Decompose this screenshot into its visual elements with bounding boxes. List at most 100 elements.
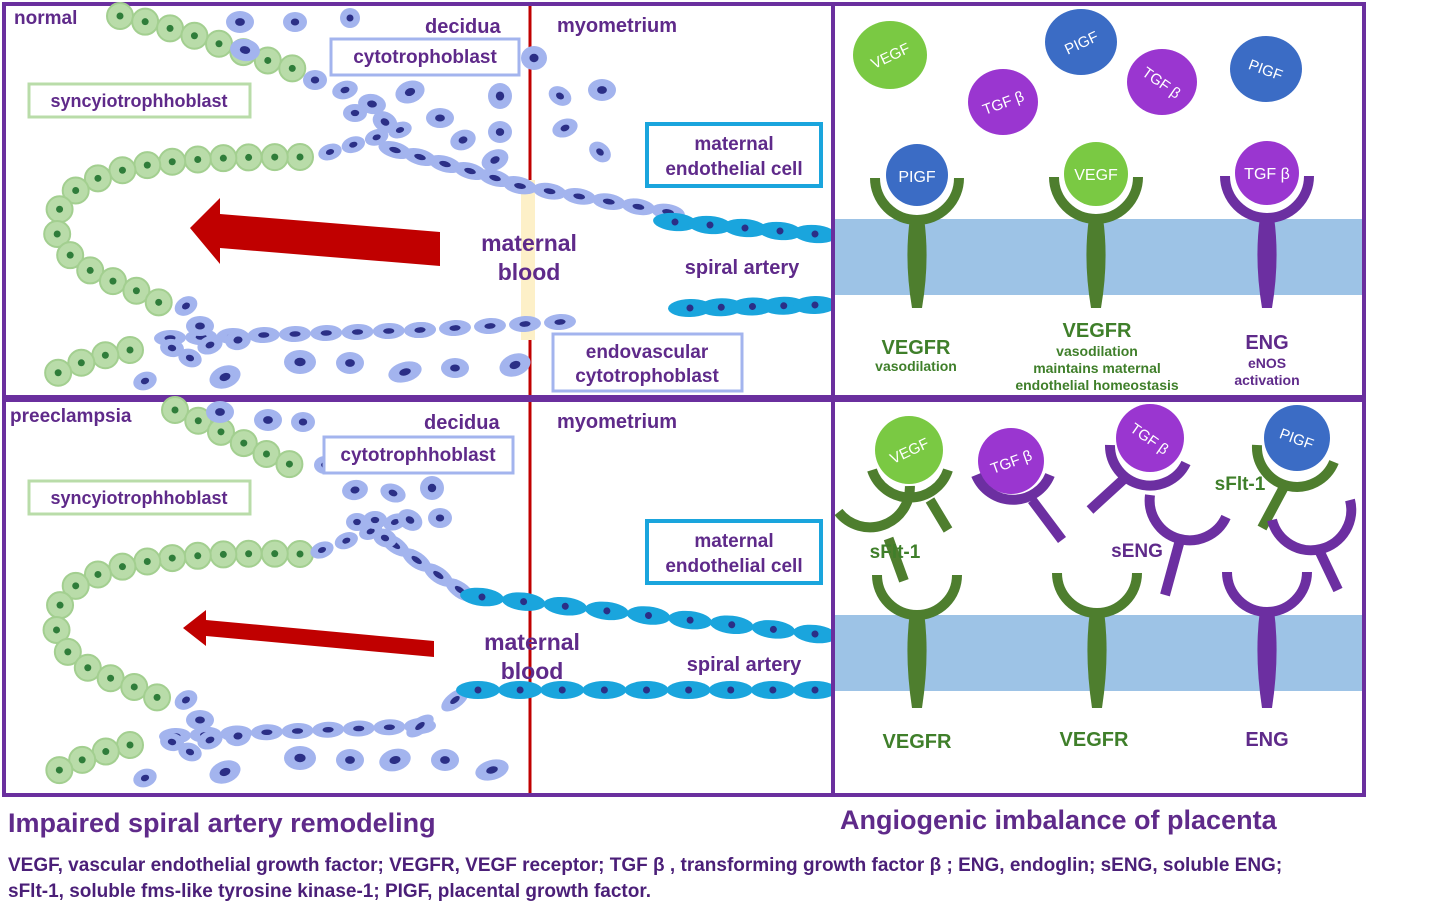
cytotrophoblast-cell bbox=[174, 690, 198, 710]
syncytiotrophoblast-cell bbox=[184, 406, 213, 435]
myometrium-label: myometrium bbox=[557, 411, 677, 433]
receptor-function-label: endothelial homeostasis bbox=[1015, 377, 1179, 393]
preeclampsia-spiral-artery-panel: preeclampsia decidua myometrium cytotrop… bbox=[2, 396, 837, 797]
syncytiotrophoblast-cell bbox=[131, 7, 160, 36]
spiral-artery-label: spiral artery bbox=[687, 654, 802, 676]
cytotrophoblast-cell bbox=[209, 760, 241, 784]
receptor-name-label: VEGFR bbox=[882, 337, 951, 359]
endothelial-cell bbox=[793, 624, 837, 644]
endothelial-cell bbox=[793, 224, 837, 244]
cytotrophoblast-cell bbox=[532, 182, 567, 200]
cytotrophoblast-cell bbox=[209, 365, 241, 389]
cytotrophoblast-cell bbox=[341, 323, 374, 341]
syncytiotrophoblast-cell bbox=[61, 176, 90, 205]
cytotrophoblast-cell bbox=[380, 483, 406, 503]
syncytiotrophoblast-cell bbox=[260, 539, 289, 568]
maternal-blood-flow-gap bbox=[521, 180, 535, 340]
endothelial-cell bbox=[751, 620, 796, 639]
cytotrophoblast-cell bbox=[303, 70, 327, 90]
cytotrophoblast-label: cytotrophhoblast bbox=[340, 445, 496, 466]
syncytiotrophoblast-cell bbox=[234, 539, 263, 568]
syncytiotrophoblast-cell bbox=[143, 683, 172, 712]
syncytiotrophoblast-cell bbox=[116, 336, 144, 364]
syncytiotrophoblast-cell bbox=[183, 145, 212, 174]
syncytiotrophoblast-cell bbox=[83, 164, 112, 193]
cytotrophoblast-cell bbox=[488, 121, 512, 143]
cytotrophoblast-cell bbox=[225, 725, 251, 747]
receptor-function-label: vasodilation bbox=[875, 358, 957, 374]
cytotrophoblast-cell bbox=[372, 322, 405, 340]
cytotrophoblast-cell bbox=[178, 348, 202, 368]
syncytiotrophoblast-cell bbox=[209, 540, 238, 569]
cytotrophoblast-cell bbox=[284, 746, 316, 770]
vegfr-receptor-unbound bbox=[1052, 572, 1142, 708]
cytotrophoblast-cell bbox=[363, 511, 387, 529]
cytotrophoblast-cell bbox=[423, 563, 454, 587]
blood-flow-arrow-small bbox=[183, 610, 434, 657]
maternal-endothelial-label-line1: maternal bbox=[694, 531, 773, 552]
eng-receptor-bound-tgf-beta: TGF β bbox=[1220, 141, 1314, 308]
endothelial-cell bbox=[456, 681, 500, 699]
endothelial-cell bbox=[460, 587, 504, 607]
cytotrophoblast-cell bbox=[397, 509, 423, 531]
cytotrophoblast-cell bbox=[404, 321, 436, 339]
endothelial-cell bbox=[758, 221, 802, 241]
syncytiotrophoblast-label-box bbox=[27, 82, 252, 119]
syncytiotrophoblast-cell bbox=[61, 571, 90, 600]
cytotrophoblast-cell bbox=[450, 129, 476, 151]
preeclampsia-angiogenic-panel: VEGF TGF β TGF β PIGF bbox=[831, 398, 1366, 797]
syncytiotrophoblast-cell bbox=[116, 731, 144, 759]
cytotrophoblast-cell bbox=[312, 721, 345, 738]
maternal-blood-label-line2: blood bbox=[501, 658, 564, 684]
cytotrophoblast-cell bbox=[475, 759, 509, 781]
cytotrophoblast-cell bbox=[426, 108, 454, 128]
cytotrophoblast-cell bbox=[284, 350, 316, 374]
endothelial-cell bbox=[750, 681, 795, 699]
syncytiotrophoblast-cell bbox=[286, 540, 314, 568]
pigf-ligand: PIGF bbox=[1045, 9, 1117, 75]
cytotrophoblast-cell bbox=[621, 198, 656, 216]
cytotrophoblast-cell bbox=[342, 479, 368, 501]
cytotrophoblast-cell bbox=[334, 532, 358, 550]
syncytiotrophoblast-cell bbox=[73, 653, 102, 682]
cytotrophoblast-cell bbox=[341, 136, 366, 154]
syncytiotrophoblast-cell bbox=[108, 156, 137, 185]
syncytiotrophoblast-cell bbox=[43, 219, 72, 248]
cytotrophoblast-cell bbox=[373, 528, 397, 548]
cytotrophoblast-cell bbox=[364, 128, 389, 146]
cytotrophoblast-cell bbox=[589, 141, 611, 163]
maternal-endothelial-label-line2: endothelial cell bbox=[665, 556, 802, 577]
syncytiotrophoblast-cell bbox=[46, 591, 75, 620]
sflt1-label: sFlt-1 bbox=[1215, 474, 1266, 495]
cytotrophoblast-cell bbox=[226, 11, 254, 33]
cytotrophoblast-cell bbox=[591, 193, 626, 211]
vegf-ligand: VEGF bbox=[853, 21, 927, 89]
syncytiotrophoblast-cell bbox=[234, 143, 263, 172]
eng-receptor-unbound bbox=[1222, 571, 1312, 708]
condition-label-normal: normal bbox=[14, 8, 77, 29]
receptor-function-label: activation bbox=[1234, 372, 1299, 388]
syncytiotrophoblast-label: syncyiotrophhoblast bbox=[50, 91, 227, 111]
cytotrophoblast-cell bbox=[453, 162, 487, 180]
cytotrophoblast-cell bbox=[340, 8, 360, 28]
endovascular-label-line1: endovascular bbox=[586, 342, 709, 363]
cytotrophoblast-label-box bbox=[329, 37, 521, 77]
cytotrophoblast-cell bbox=[254, 409, 282, 431]
sflt1-label: sFlt-1 bbox=[870, 542, 921, 563]
receptor-name-label: ENG bbox=[1245, 332, 1288, 354]
cytotrophoblast-label-box bbox=[322, 435, 515, 475]
decidua-label: decidua bbox=[425, 16, 501, 38]
cytotrophoblast-cell bbox=[279, 325, 311, 343]
cytotrophoblast-cell bbox=[133, 768, 157, 788]
cytotrophoblast-cell bbox=[230, 38, 260, 62]
pigf-ligand: PIGF bbox=[1230, 36, 1302, 102]
syncytiotrophoblast-cell bbox=[44, 358, 73, 387]
cytotrophoblast-cell bbox=[544, 313, 576, 331]
cytotrophoblast-cell bbox=[499, 353, 531, 377]
endothelial-cell bbox=[761, 296, 806, 315]
syncytiotrophoblast-cell bbox=[122, 276, 151, 305]
cytotrophoblast-cell bbox=[197, 730, 223, 750]
cytotrophoblast-cell bbox=[281, 722, 314, 740]
endovascular-label-box bbox=[551, 332, 744, 393]
endothelial-cell bbox=[540, 681, 585, 699]
